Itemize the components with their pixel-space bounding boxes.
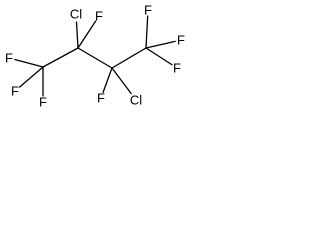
atom-label-f5: F [97, 91, 105, 106]
bond-c1-c2 [42, 47, 79, 68]
atom-label-f2: F [11, 84, 19, 99]
atom-label-f7: F [177, 33, 185, 48]
bond-c4-f6 [145, 15, 149, 49]
bond-c2-c3 [77, 47, 113, 69]
bond-c4-f8 [145, 47, 173, 66]
atom-label-f8: F [173, 61, 181, 76]
bond-c3-cl2 [111, 67, 132, 95]
atom-label-f1: F [5, 51, 13, 66]
atom-label-f3: F [39, 95, 47, 110]
bond-c2-cl1 [75, 21, 79, 49]
atom-label-cl1: Cl [70, 7, 82, 22]
bond-c1-f2 [18, 66, 44, 88]
bond-c4-f7 [145, 40, 176, 49]
bond-c1-f1 [14, 58, 44, 68]
atom-label-f4: F [95, 9, 103, 24]
atom-label-f6: F [144, 3, 152, 18]
bond-c3-f5 [102, 67, 113, 94]
atom-label-cl2: Cl [130, 93, 142, 108]
bond-c3-c4 [111, 47, 147, 69]
bond-layer [14, 15, 176, 97]
bond-c2-f4 [77, 20, 97, 49]
